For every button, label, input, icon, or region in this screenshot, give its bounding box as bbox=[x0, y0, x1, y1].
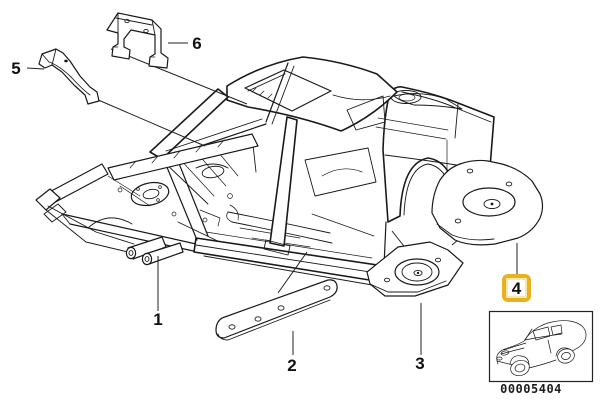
callout-1[interactable]: 1 bbox=[153, 310, 162, 329]
part-strap-2 bbox=[215, 279, 338, 341]
leader-lines bbox=[26, 42, 518, 355]
part-cover-panel-4 bbox=[431, 159, 544, 246]
part-bracket-6 bbox=[106, 12, 169, 69]
callout-4-highlight-box[interactable] bbox=[502, 274, 531, 302]
callout-3[interactable]: 3 bbox=[415, 354, 424, 373]
callout-4-highlight[interactable]: 4 bbox=[502, 274, 531, 302]
b-pillar bbox=[263, 116, 298, 256]
part-cover-plate-3 bbox=[366, 241, 464, 297]
callout-4[interactable]: 4 bbox=[512, 279, 522, 298]
callout-4-inner-glow bbox=[506, 278, 527, 298]
roof-panel bbox=[226, 56, 398, 132]
inset-box[interactable] bbox=[488, 310, 594, 383]
callout-6[interactable]: 6 bbox=[192, 34, 201, 53]
part-bracket-5 bbox=[38, 48, 100, 105]
inset-panel[interactable]: 00005404 bbox=[488, 310, 594, 397]
car-thumbnail-sketch bbox=[496, 320, 587, 377]
callout-5[interactable]: 5 bbox=[11, 59, 20, 78]
callout-2[interactable]: 2 bbox=[287, 356, 296, 375]
inset-part-number: 00005404 bbox=[500, 382, 562, 396]
